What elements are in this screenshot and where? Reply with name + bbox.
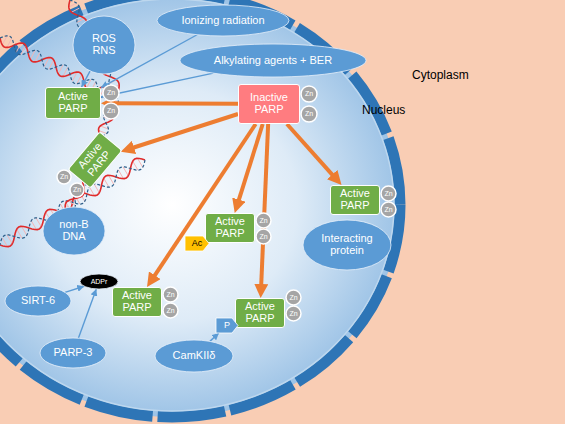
stimulus-arrow	[82, 71, 91, 87]
node-label: Zn	[107, 107, 115, 114]
node-label: Active PARP	[48, 91, 98, 114]
node-label: Interacting protein	[309, 233, 385, 256]
stimulus-ellipse: CamKIIδ	[155, 340, 233, 372]
node-label: Active PARP	[333, 188, 377, 211]
nucleus-body	[0, 0, 400, 417]
node-label: P	[224, 321, 230, 330]
base-pair	[77, 74, 82, 83]
stimulus-arrow	[78, 289, 96, 338]
nuclear-envelope	[0, 0, 400, 417]
activation-arrow	[151, 124, 255, 280]
node-label: Zn	[107, 89, 115, 96]
zinc-finger: Zn	[57, 170, 71, 184]
active-parp-box: Active PARP	[205, 213, 255, 243]
activation-arrow	[128, 114, 238, 149]
base-pair	[2, 36, 7, 45]
zinc-finger: Zn	[163, 287, 178, 302]
zinc-finger: Zn	[103, 103, 119, 119]
adp-ribose-tag: ADPr	[80, 274, 118, 289]
acetyl-tag: Ac	[185, 236, 209, 251]
base-pair	[68, 201, 75, 206]
node-label: Active PARP	[115, 290, 159, 313]
base-pair	[7, 235, 12, 244]
region-label: Nucleus	[362, 103, 405, 117]
stimulus-ellipse: Interacting protein	[303, 220, 391, 270]
base-pair	[77, 18, 85, 22]
phosphate-tag: P	[216, 318, 238, 333]
node-label: Zn	[166, 307, 174, 314]
node-label: Active PARP	[72, 136, 118, 185]
base-pair	[123, 167, 128, 176]
nuclear-envelope-inner	[0, 0, 394, 411]
node-label: Zn	[305, 90, 313, 97]
base-pair	[49, 60, 54, 69]
active-parp-box: Active PARP	[112, 287, 162, 317]
node-label: SIRT-6	[21, 295, 55, 307]
node-label: Ac	[192, 239, 203, 248]
stimulus-arrow	[65, 286, 84, 292]
zinc-finger: Zn	[163, 303, 178, 318]
node-label: Zn	[166, 291, 174, 298]
node-label: Inactive PARP	[241, 92, 297, 115]
zinc-finger: Zn	[301, 86, 317, 102]
node-label: CamKIIδ	[173, 350, 216, 362]
node-label: non-B DNA	[55, 219, 93, 242]
node-label: Zn	[384, 206, 392, 213]
zinc-finger: Zn	[301, 106, 317, 122]
base-pair	[58, 65, 63, 74]
region-label: Cytoplasm	[412, 68, 469, 82]
inactive-parp-box: Inactive PARP	[238, 84, 300, 124]
zinc-finger: Zn	[381, 186, 396, 201]
zinc-finger: Zn	[256, 229, 271, 244]
zinc-finger: Zn	[286, 306, 301, 321]
active-parp-box: Active PARP	[45, 87, 101, 119]
node-label: PARP-3	[54, 347, 93, 359]
node-label: ADPr	[91, 278, 108, 285]
node-label: Zn	[305, 110, 313, 117]
node-label: ROS RNS	[87, 33, 121, 56]
node-label: Zn	[289, 294, 297, 301]
node-label: Zn	[289, 310, 297, 317]
activation-arrow	[109, 101, 238, 106]
base-pair	[71, 8, 79, 12]
node-label: Zn	[259, 233, 267, 240]
active-parp-box: Active PARP	[330, 185, 380, 215]
zinc-finger: Zn	[256, 213, 271, 228]
activation-arrow	[261, 124, 268, 290]
active-parp-box: Active PARP	[235, 298, 285, 328]
stimulus-ellipse: Ionizing radiation	[157, 5, 289, 36]
activation-arrow	[287, 124, 336, 179]
base-pair	[30, 50, 35, 59]
stimulus-ellipse: PARP-3	[40, 338, 106, 368]
stimulus-arrow	[210, 333, 219, 341]
stimulus-ellipse: ROS RNS	[73, 16, 135, 74]
node-label: Zn	[259, 217, 267, 224]
node-label: Zn	[60, 173, 68, 180]
active-parp-box: Active PARP	[67, 131, 122, 189]
stimulus-ellipse: non-B DNA	[43, 207, 105, 255]
node-label: Zn	[73, 186, 81, 193]
base-pair	[133, 161, 138, 170]
zinc-finger: Zn	[103, 85, 119, 101]
zinc-finger: Zn	[286, 290, 301, 305]
base-pair	[100, 126, 108, 129]
base-pair	[69, 3, 77, 7]
node-label: Active PARP	[238, 301, 282, 324]
node-label: Zn	[384, 190, 392, 197]
stimulus-ellipse: SIRT-6	[5, 286, 71, 316]
zinc-finger: Zn	[70, 183, 84, 197]
stimulus-ellipse: Alkylating agents + BER	[180, 44, 366, 77]
node-label: Ionizing radiation	[181, 15, 264, 27]
node-label: Alkylating agents + BER	[214, 55, 332, 67]
zinc-finger: Zn	[381, 202, 396, 217]
node-label: Active PARP	[208, 216, 252, 239]
